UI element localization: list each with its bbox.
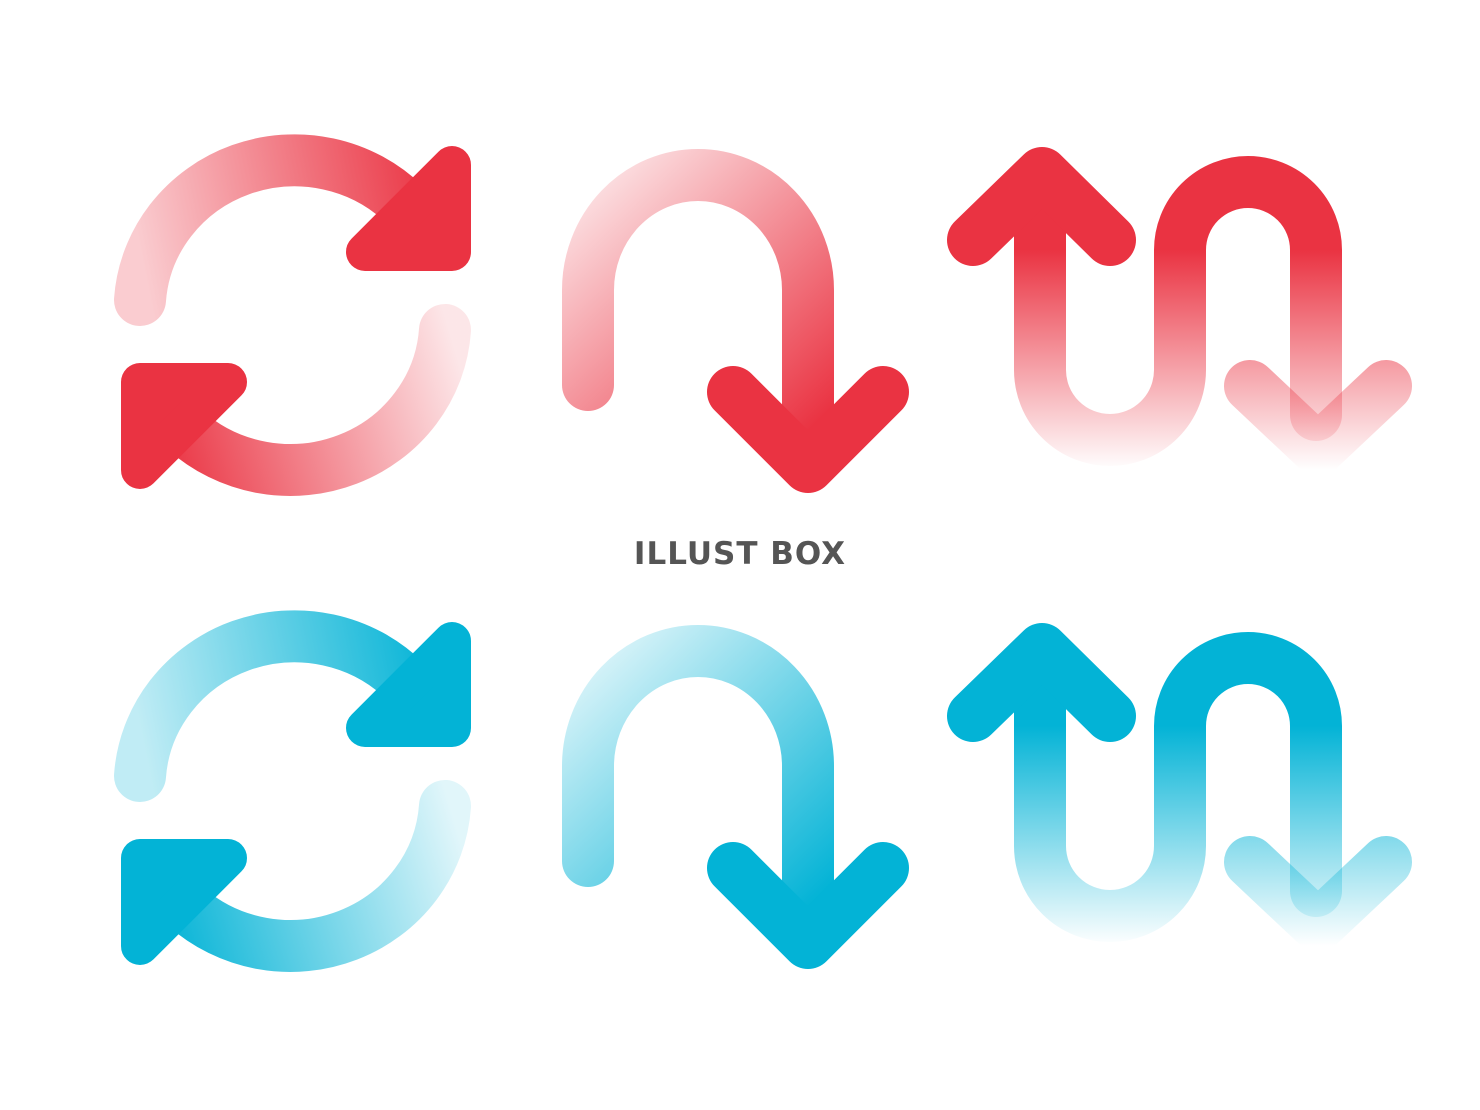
refresh-cycle-arrows-icon <box>114 134 471 496</box>
refresh-cycle-arrows-icon <box>114 610 471 972</box>
zigzag-up-down-arrows-icon <box>947 623 1412 952</box>
watermark-text: ILLUST BOX <box>633 536 847 572</box>
zigzag-up-down-arrows-icon <box>947 147 1412 476</box>
red-icon-row <box>114 134 1412 496</box>
u-turn-down-arrow-icon <box>562 149 909 493</box>
blue-icon-row <box>114 610 1412 972</box>
u-turn-down-arrow-icon <box>562 625 909 969</box>
